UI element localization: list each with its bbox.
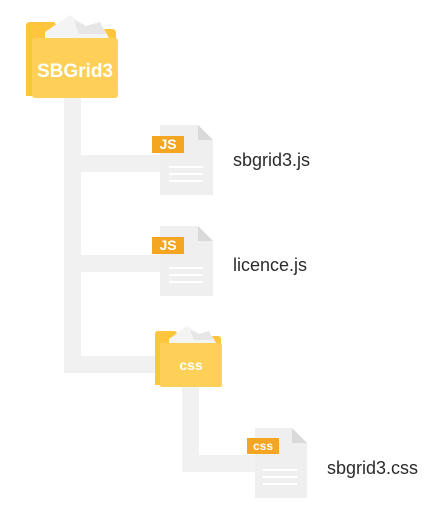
file-item[interactable]: JS [152,226,214,296]
file-item[interactable]: JS [152,125,214,195]
tree-connector-root-vertical [64,96,81,372]
file-item[interactable]: css [247,428,308,498]
file-name[interactable]: sbgrid3.css [327,458,419,478]
file-name[interactable]: sbgrid3.js [233,150,311,170]
folder-icon [26,15,118,98]
file-icon [247,428,307,498]
tree-connector-sub-branch [182,455,262,472]
file-type-badge: css [252,439,274,453]
tree-connector-branch-2 [64,255,160,272]
file-icon [152,226,213,296]
tree-connector-branch-3 [64,356,160,373]
tree-connector-branch-1 [64,155,160,172]
file-name[interactable]: licence.js [233,255,308,275]
file-icon [152,125,213,195]
subfolder-label: css [179,357,203,373]
file-type-badge: JS [159,136,177,152]
root-folder-label: SBGrid3 [36,61,114,82]
tree-connector-sub-vertical [182,384,199,470]
root-folder[interactable]: SBGrid3 [24,12,118,98]
file-type-badge: JS [159,237,177,253]
subfolder[interactable]: css [154,324,222,387]
folder-icon [155,326,222,387]
